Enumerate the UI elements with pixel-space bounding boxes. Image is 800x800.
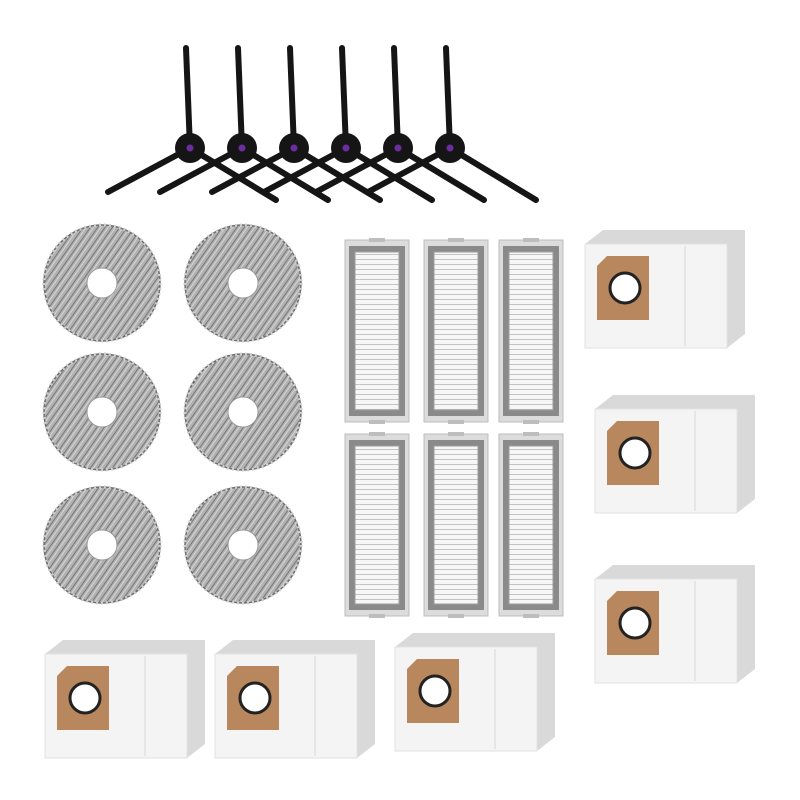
side-brush-icon <box>365 45 539 203</box>
hepa-filter-icon <box>344 238 410 424</box>
side-brush-group <box>105 45 539 203</box>
side-brush-icon <box>313 45 487 203</box>
dust-bag-icon <box>214 640 375 759</box>
hepa-filter-icon <box>498 432 564 618</box>
mop-pad-icon <box>183 352 303 472</box>
mop-pad-group <box>42 223 303 605</box>
dust-bag-icon <box>594 395 755 514</box>
dust-bag-icon <box>594 565 755 684</box>
hepa-filter-icon <box>498 238 564 424</box>
mop-pad-icon <box>183 223 303 343</box>
dust-bag-icon <box>44 640 205 759</box>
hepa-filter-icon <box>344 432 410 618</box>
dust-bag-group <box>44 230 755 759</box>
mop-pad-icon <box>42 352 162 472</box>
mop-pad-icon <box>42 485 162 605</box>
hepa-filter-icon <box>423 238 489 424</box>
side-brush-icon <box>261 45 435 203</box>
dust-bag-icon <box>584 230 745 349</box>
hepa-filter-icon <box>423 432 489 618</box>
mop-pad-icon <box>183 485 303 605</box>
side-brush-icon <box>105 45 279 203</box>
hepa-filter-group <box>344 238 564 618</box>
mop-pad-icon <box>42 223 162 343</box>
dust-bag-icon <box>394 633 555 752</box>
